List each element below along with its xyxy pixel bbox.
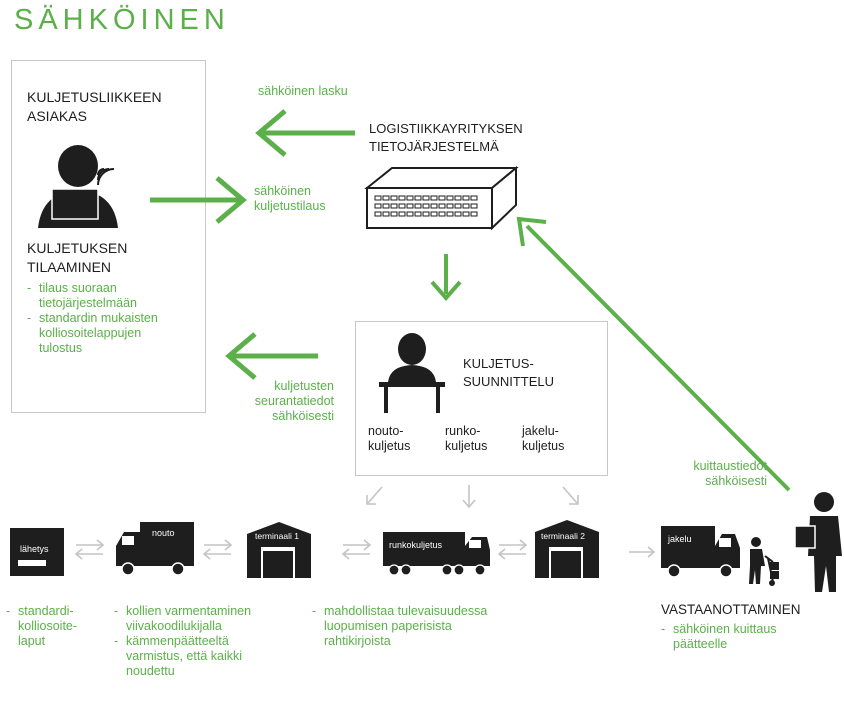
tracking-label-line2: seurantatiedot [254,394,334,408]
tracking-label-line1: kuljetusten [274,379,334,393]
pickup-truck-icon [116,522,194,576]
tracking-label: kuljetusten seurantatiedot sähköisesti [230,379,334,424]
system-heading: LOGISTIIKKAYRITYKSEN TIETOJÄRJESTELMÄ [369,120,523,156]
bottom-text: kämmenpäätteeltä [126,634,229,648]
system-heading-line1: LOGISTIIKKAYRITYKSEN [369,121,523,136]
order-arrow [150,176,247,224]
bullet-text: standardin mukaisten [39,311,158,325]
ordering-heading-line1: KULJETUKSEN [27,240,128,256]
nouto-label: nouto [152,528,175,538]
ordering-bullets: tilaus suoraan tietojärjestelmään standa… [27,281,202,356]
page-title: SÄHKÖINEN [14,4,230,36]
bullet-text: tietojärjestelmään [39,296,137,310]
planning-col-line: runko- [445,424,481,438]
customer-person-icon [38,145,118,228]
bottom-text: mahdollistaa tulevaisuudessa [324,604,488,618]
ack-label-line1: kuittaustiedot [693,459,767,473]
trunk-truck-icon [383,532,490,576]
planning-box [355,321,608,476]
bottom-col-labels: standardi- kolliosoite- laput [6,604,77,649]
planning-col-line: kuljetus [368,439,411,453]
bottom-text: sähköinen kuittaus [673,622,777,636]
flow-arrow-icon [629,546,656,558]
bottom-bullet: sähköinen kuittaus päätteelle [661,622,831,652]
bottom-bullet: kämmenpäätteeltä varmistus, että kaikki … [114,634,314,679]
planning-col-pickup: nouto- kuljetus [368,424,410,454]
exchange-arrow-icon [74,539,105,560]
invoice-arrow [255,109,355,157]
customer-heading-line1: KULJETUSLIIKKEEN [27,89,162,105]
bottom-text: standardi- [18,604,74,618]
order-label: sähköinen kuljetustilaus [254,184,326,214]
ordering-heading: KULJETUKSEN TILAAMINEN [27,239,127,277]
exchange-arrow-icon [341,539,372,560]
ordering-bullet-2: standardin mukaisten kolliosoitelappujen… [27,311,202,356]
exchange-arrow-icon [497,539,528,560]
planning-heading: KULJETUS- SUUNNITTELU [463,355,554,391]
bottom-text: viivakoodilukijalla [126,619,222,633]
bullet-text: kolliosoitelappujen [39,326,142,340]
exchange-arrow-icon [202,539,233,560]
terminal-1-label: terminaali 1 [255,531,299,541]
recipient-icon [794,492,842,592]
bottom-text: kollien varmentaminen [126,604,252,618]
order-label-line1: sähköinen [254,184,311,198]
planning-col-delivery: jakelu- kuljetus [522,424,564,454]
planning-col-line: kuljetus [522,439,565,453]
terminal-1-icon [247,522,311,578]
bottom-col-receive: sähköinen kuittaus päätteelle [661,622,831,652]
bottom-col-pickup: kollien varmentaminen viivakoodilukijall… [114,604,314,679]
planning-col-line: nouto- [368,424,404,438]
bottom-bullet: standardi- kolliosoite- laput [6,604,77,649]
customer-heading: KULJETUSLIIKKEEN ASIAKAS [27,88,162,126]
bottom-col-trunk: mahdollistaa tulevaisuudessa luopumisen … [312,604,562,649]
tracking-label-line3: sähköisesti [272,409,334,423]
ordering-heading-line2: TILAAMINEN [27,259,112,275]
server-icon [364,165,519,231]
planning-col-trunk: runko- kuljetus [445,424,487,454]
ack-label: kuittaustiedot sähköisesti [655,459,767,489]
planner-person-icon [379,333,445,413]
lahetys-label: lähetys [20,544,49,554]
delivery-truck-icon [661,526,740,578]
ordering-bullet-1: tilaus suoraan tietojärjestelmään [27,281,202,311]
bottom-text: noudettu [126,664,175,678]
order-label-line2: kuljetustilaus [254,199,326,213]
ack-arrow [516,216,791,492]
terminal-2-label: terminaali 2 [541,531,585,541]
receive-heading: VASTAANOTTAMINEN [661,602,801,617]
bottom-text: laput [18,634,46,648]
tracking-arrow [225,332,318,380]
delivery-label: jakelu [667,534,692,544]
bottom-text: luopumisen paperisista [324,619,452,633]
bottom-bullet: mahdollistaa tulevaisuudessa luopumisen … [312,604,562,649]
system-heading-line2: TIETOJÄRJESTELMÄ [369,139,499,154]
ack-label-line2: sähköisesti [705,474,767,488]
planning-heading-line2: SUUNNITTELU [463,374,555,389]
invoice-label: sähköinen lasku [258,84,348,98]
planning-heading-line1: KULJETUS- [463,356,534,371]
planning-down-arrow [430,254,462,302]
trunk-label: runkokuljetus [389,540,443,550]
planning-col-line: kuljetus [445,439,488,453]
bottom-text: päätteelle [673,637,728,651]
courier-icon [749,537,779,586]
bullet-text: tulostus [39,341,83,355]
bottom-text: kolliosoite- [18,619,78,633]
bullet-text: tilaus suoraan [39,281,117,295]
parcel-label-icon [10,528,64,576]
terminal-2-icon [535,520,599,578]
planning-flow-arrows [366,485,579,509]
bottom-bullet: kollien varmentaminen viivakoodilukijall… [114,604,314,634]
planning-col-line: jakelu- [522,424,559,438]
bottom-text: varmistus, että kaikki [126,649,243,663]
customer-heading-line2: ASIAKAS [27,108,87,124]
bottom-text: rahtikirjoista [324,634,391,648]
